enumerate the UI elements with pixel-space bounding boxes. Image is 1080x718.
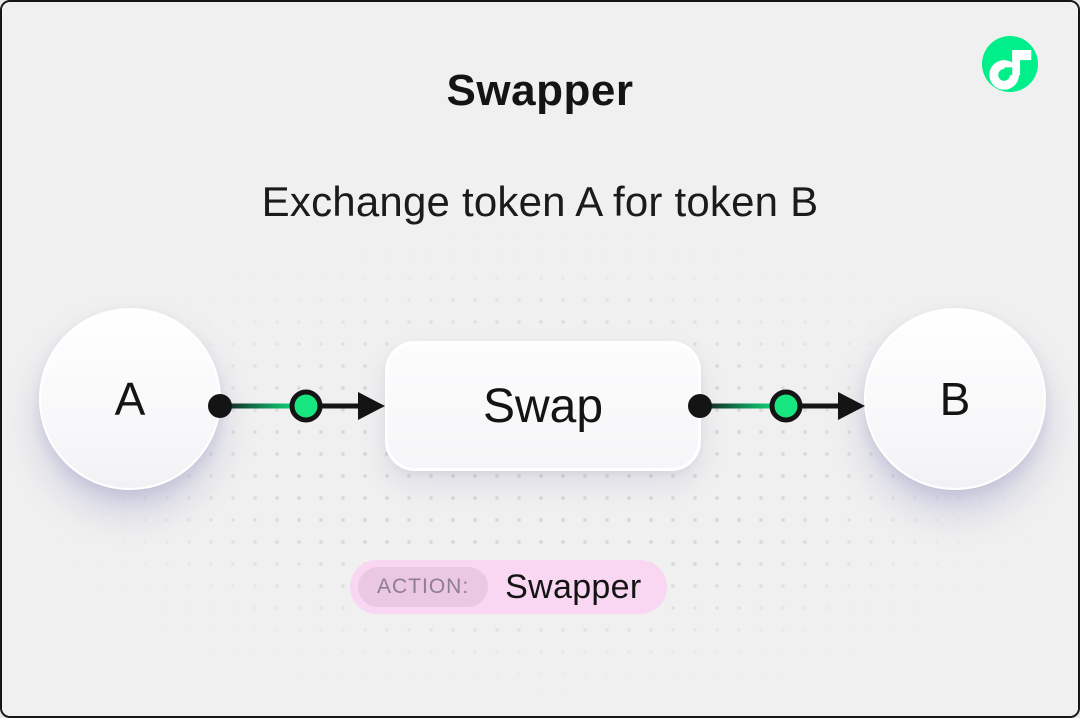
action-badge-value: Swapper — [505, 567, 642, 606]
token-a-label: A — [114, 373, 146, 425]
flow-logo-icon — [982, 36, 1038, 92]
swap-process-box: Swap — [385, 341, 701, 471]
page-subtitle: Exchange token A for token B — [261, 178, 819, 225]
token-a-node: A — [39, 308, 221, 490]
flow-logo-svg — [982, 36, 1038, 92]
action-badge-label: ACTION: — [358, 567, 489, 607]
page-title: Swapper — [446, 66, 634, 115]
token-b-label: B — [939, 373, 971, 425]
token-b-node: B — [864, 308, 1046, 490]
action-badge: ACTION: Swapper — [350, 560, 668, 614]
swap-process-label: Swap — [482, 379, 604, 433]
